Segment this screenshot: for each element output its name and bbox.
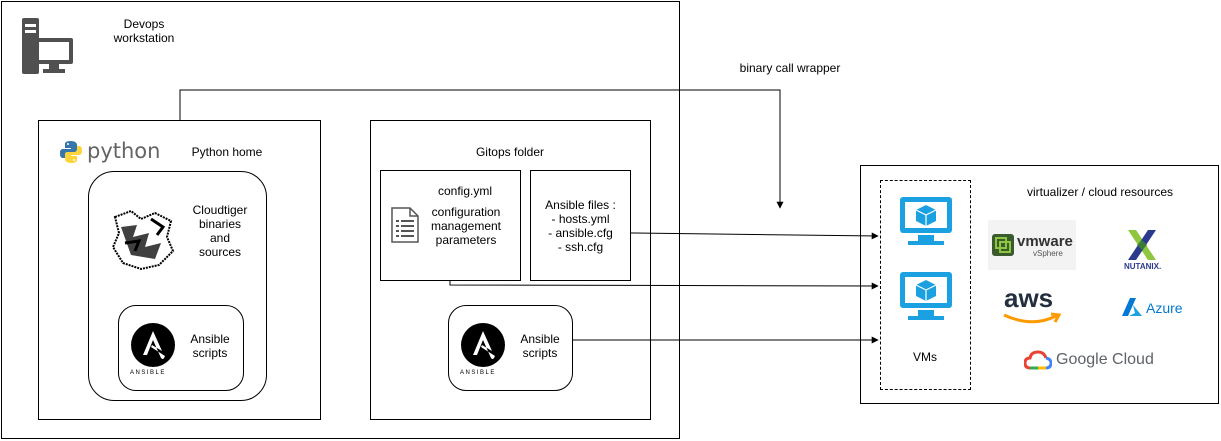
- ansible-files-to-vm-connector: [630, 232, 879, 240]
- vmware-word: vmware: [1017, 233, 1073, 250]
- cloudtiger-image-icon: [111, 207, 175, 271]
- google-cloud-logo-icon: [1024, 350, 1052, 370]
- gitops-folder-label: Gitops folder: [475, 145, 545, 159]
- google-cloud-word: Google Cloud: [1056, 351, 1154, 368]
- azure-logo-icon: [1122, 298, 1142, 316]
- config-yml-box: [380, 170, 521, 281]
- python-home-label: Python home: [191, 145, 263, 159]
- gitops-ansible-scripts-label: Ansible scripts: [520, 332, 560, 360]
- cloudtiger-container: [88, 171, 267, 401]
- vms-label: VMs: [913, 350, 937, 364]
- aws-word: aws: [1004, 283, 1054, 313]
- devops-workstation-frame: [1, 1, 680, 439]
- vms-group: [880, 180, 971, 390]
- binary-call-wrapper-connector: [179, 89, 784, 209]
- vm-monitor-icon: [900, 272, 952, 320]
- config-yml-description: configuration management parameters: [430, 205, 502, 247]
- workstation-label: Devops workstation: [113, 17, 175, 45]
- aws-smile-icon: [1003, 312, 1062, 324]
- ansible-logo-icon: [131, 323, 175, 367]
- cloud-resources-label: virtualizer / cloud resources: [1026, 185, 1174, 199]
- ansible-logo-icon: [461, 323, 505, 367]
- ansible-files-box: [530, 170, 631, 281]
- nutanix-logo-icon: [1128, 230, 1156, 260]
- azure-word: Azure: [1146, 300, 1183, 316]
- binary-call-wrapper-label: binary call wrapper: [739, 61, 841, 75]
- document-list-icon: [391, 207, 419, 243]
- cloud-resources-box: [860, 165, 1219, 404]
- python-logo-icon: [60, 141, 82, 163]
- ansible-logo-word: ANSIBLE: [130, 370, 166, 376]
- python-ansible-scripts-box: [118, 305, 244, 391]
- python-home-box: [38, 120, 321, 420]
- gitops-folder-box: [370, 120, 651, 420]
- vm-monitor-icon: [900, 197, 952, 245]
- cloudtiger-label: Cloudtiger binaries and sources: [192, 203, 248, 259]
- vmware-vsphere-icon: [992, 234, 1014, 256]
- python-logo-word: python: [87, 139, 161, 163]
- python-ansible-scripts-label: Ansible scripts: [190, 332, 230, 360]
- ansible-logo-word: ANSIBLE: [460, 370, 496, 376]
- ansible-files-label: Ansible files : - hosts.yml - ansible.cf…: [545, 198, 616, 254]
- desktop-computer-icon: [22, 18, 73, 74]
- config-to-vm-connector: [449, 281, 879, 290]
- gitops-ansible-scripts-box: [448, 305, 573, 391]
- vmware-sub-word: vSphere: [1033, 249, 1063, 258]
- config-yml-title: config.yml: [437, 184, 493, 198]
- nutanix-word: NUTANIX.: [1124, 262, 1162, 271]
